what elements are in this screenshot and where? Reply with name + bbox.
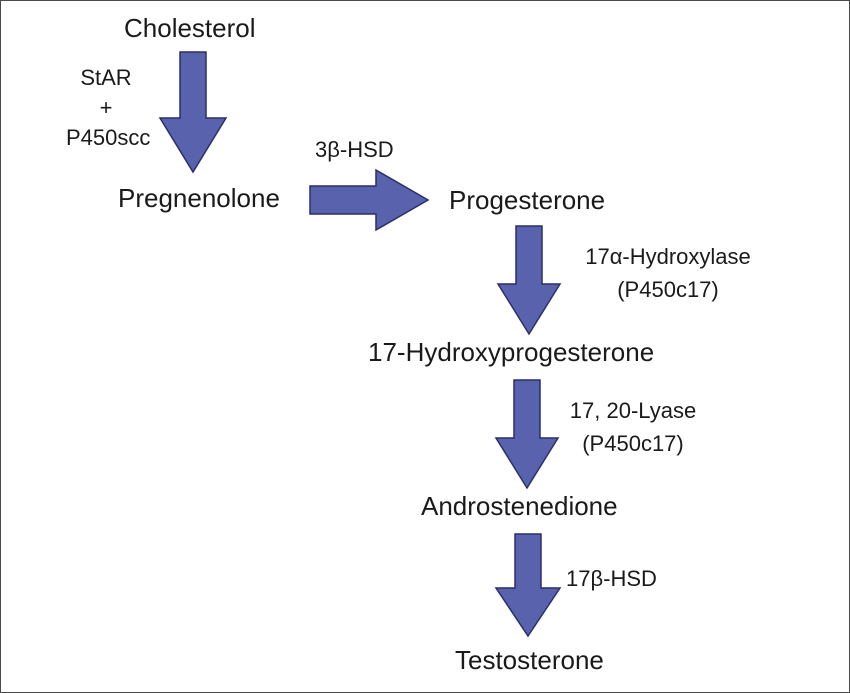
enzyme-star-line-2: + — [99, 95, 113, 120]
enzyme-17a-hydroxylase-line-1: 17α-Hydroxylase — [585, 244, 751, 269]
arrow-pregnenolone-to-progesterone — [309, 168, 430, 232]
arrow-hydroxyprogesterone-to-androstenedione — [494, 379, 560, 490]
enzyme-star-line-1: StAR — [80, 65, 132, 90]
enzyme-17a-hydroxylase: 17α-Hydroxylase (P450c17) — [561, 243, 775, 304]
compound-17-hydroxyprogesterone: 17-Hydroxyprogesterone — [368, 337, 655, 367]
enzyme-17-20-lyase: 17, 20-Lyase (P450c17) — [558, 397, 708, 458]
enzyme-17a-hydroxylase-line-2: (P450c17) — [617, 277, 719, 302]
compound-testosterone: Testosterone — [455, 645, 604, 675]
compound-cholesterol: Cholesterol — [124, 13, 256, 43]
arrow-androstenedione-to-testosterone — [494, 533, 562, 638]
enzyme-17-20-lyase-line-1: 17, 20-Lyase — [569, 398, 697, 423]
enzyme-3b-hsd: 3β-HSD — [315, 137, 394, 162]
enzyme-star: StAR + P450scc — [66, 64, 151, 152]
arrow-cholesterol-to-pregnenolone — [158, 51, 228, 174]
enzyme-17b-hsd: 17β-HSD — [566, 566, 657, 591]
compound-androstenedione: Androstenedione — [421, 491, 618, 521]
compound-progesterone: Progesterone — [449, 185, 606, 215]
compound-pregnenolone: Pregnenolone — [118, 183, 280, 213]
arrow-progesterone-to-hydroxyprogesterone — [496, 225, 562, 336]
enzyme-17-20-lyase-line-2: (P450c17) — [582, 431, 684, 456]
enzyme-star-line-3: P450scc — [66, 125, 151, 150]
